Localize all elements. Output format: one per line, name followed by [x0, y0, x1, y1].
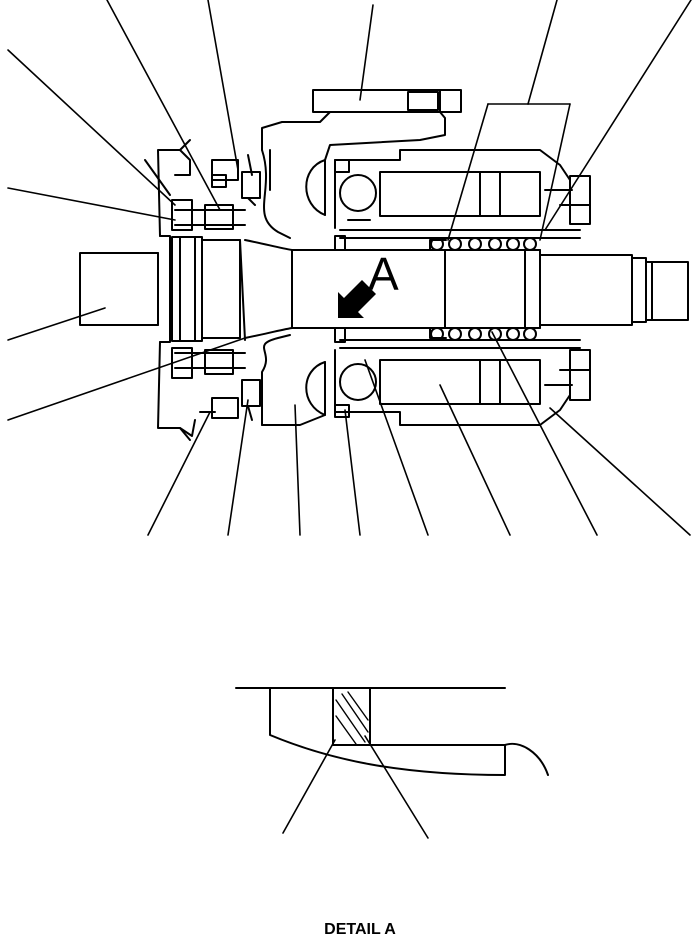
end-cap [544, 175, 591, 401]
section-marker: A [368, 248, 399, 300]
lower-seal-retainer [171, 347, 261, 421]
detail-a-snap-ring [335, 691, 369, 745]
housing-seals [334, 159, 350, 418]
front-bearing [171, 236, 246, 342]
leader-lines [7, 0, 692, 536]
housing-lower [261, 334, 326, 426]
housing-upper [261, 111, 446, 239]
main-shaft [244, 239, 689, 339]
section-arrow [338, 280, 376, 318]
upper-seal-retainer [171, 154, 261, 231]
input-shaft-stub [79, 252, 159, 326]
detail-a-bracket [429, 239, 447, 339]
detail-a-view [235, 687, 549, 839]
detail-caption: DETAIL A [324, 921, 396, 936]
cylinder-block-lower [334, 339, 581, 426]
top-port-block [312, 89, 462, 113]
